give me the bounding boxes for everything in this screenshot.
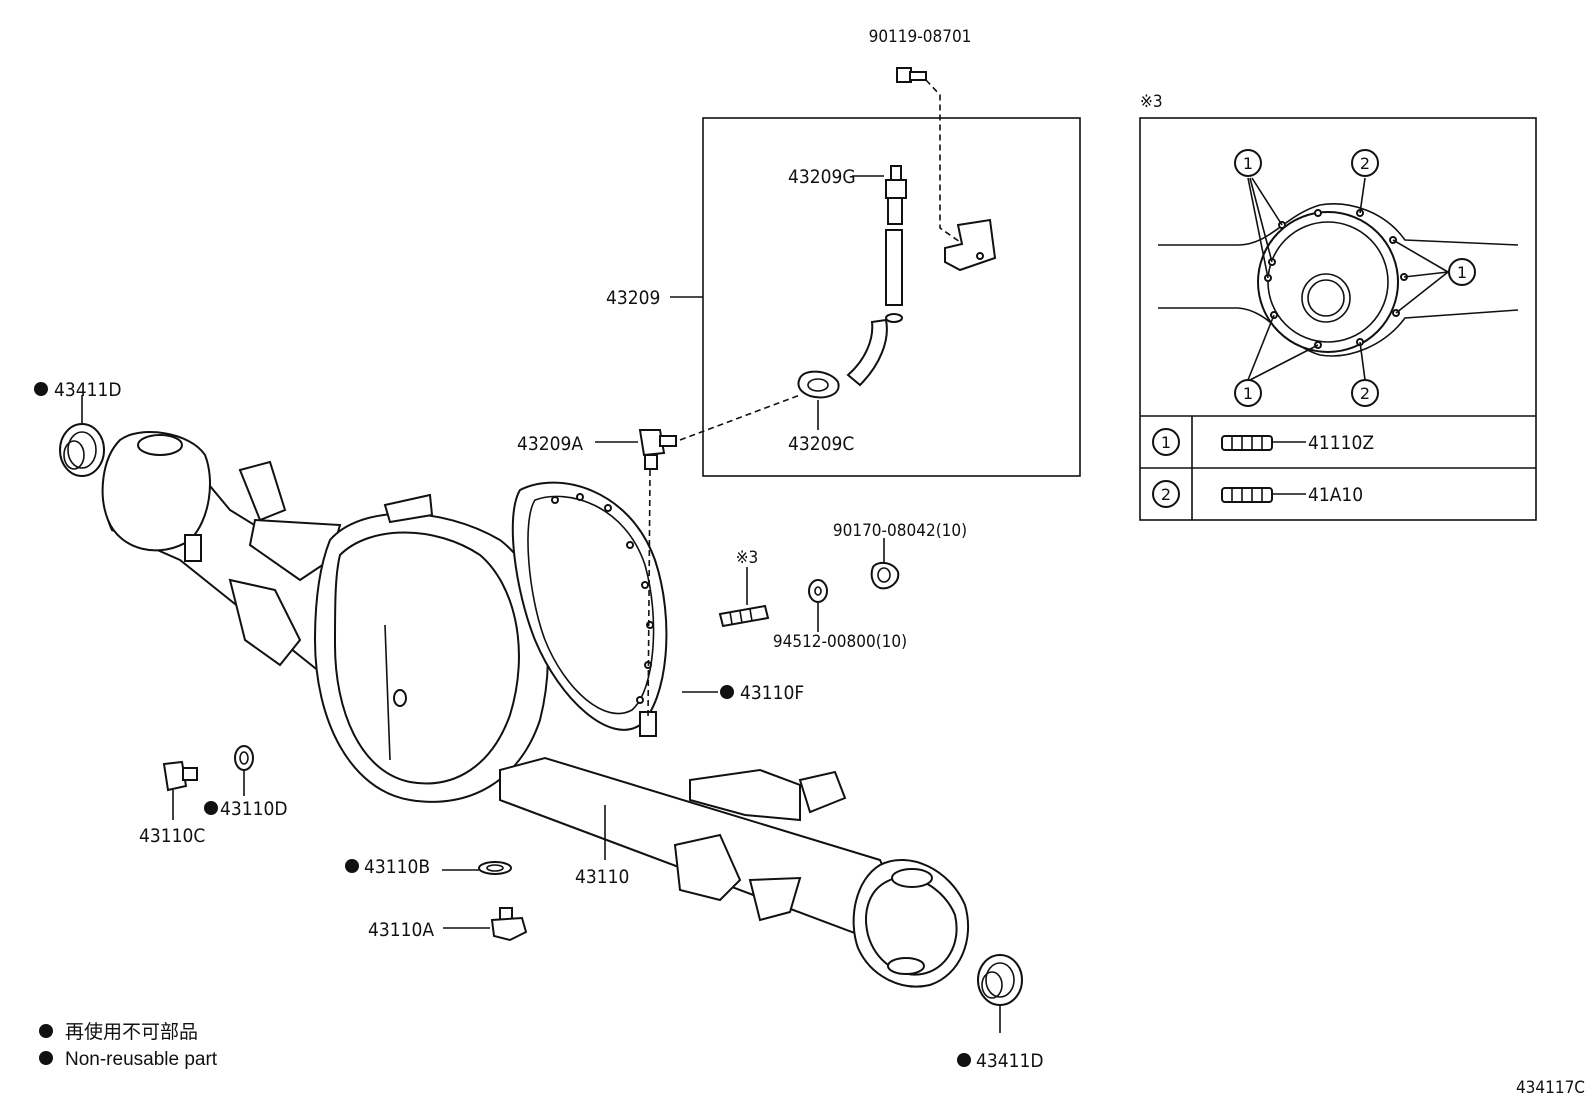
axle-housing-drawing <box>101 431 970 988</box>
non-reusable-marker <box>204 801 218 815</box>
label-43110b: 43110B <box>364 856 430 878</box>
non-reusable-marker <box>720 685 734 699</box>
svg-text:1: 1 <box>1243 154 1253 173</box>
label-43411d-bottom: 43411D <box>976 1050 1044 1072</box>
nut-90170 <box>870 561 900 590</box>
detail-row2-circle <box>1152 480 1180 508</box>
bolt-90119-08701 <box>896 67 927 83</box>
label-43209a: 43209A <box>517 433 583 455</box>
svg-text:2: 2 <box>1360 154 1370 173</box>
stud-layout-detail <box>1158 177 1519 381</box>
label-43110a: 43110A <box>368 919 434 941</box>
plug-43110c <box>162 760 198 792</box>
label-90119-08701: 90119-08701 <box>869 27 972 47</box>
label-detail-ref: ※3 <box>1140 92 1163 112</box>
label-43110f: 43110F <box>740 682 804 704</box>
label-43209: 43209 <box>606 287 660 309</box>
non-reusable-marker <box>345 859 359 873</box>
washer-94512 <box>808 579 828 603</box>
non-reusable-marker <box>34 382 48 396</box>
non-reusable-marker <box>957 1053 971 1067</box>
svg-text:1: 1 <box>1457 263 1467 282</box>
detail-callout-2-bottom <box>1351 379 1379 407</box>
legend-dot-jp <box>39 1024 53 1038</box>
stud-41a10-drawing <box>1221 487 1273 503</box>
breather-hose-43209g <box>846 165 907 387</box>
label-stud-ref: ※3 <box>736 548 759 568</box>
label-41a10: 41A10 <box>1308 484 1363 506</box>
figure-id: 434117C <box>1516 1078 1585 1098</box>
label-41110z: 41110Z <box>1308 432 1374 454</box>
label-43209g: 43209G <box>788 166 856 188</box>
label-43110c: 43110C <box>139 825 205 847</box>
stud-bolt <box>718 604 770 628</box>
gasket-43110b <box>478 861 512 875</box>
detail-callout-2 <box>1351 149 1379 177</box>
detail-callout-1-right <box>1448 258 1476 286</box>
plug-43110a <box>490 907 528 942</box>
label-94512-00800: 94512-00800(10) <box>773 632 907 652</box>
seal-43411d-left <box>59 423 105 477</box>
label-90170-08042: 90170-08042(10) <box>833 521 967 541</box>
hose-clip-43209c <box>797 370 840 399</box>
gasket-43110d <box>234 745 254 771</box>
label-43110: 43110 <box>575 866 629 888</box>
label-43110d: 43110D <box>220 798 288 820</box>
svg-text:1: 1 <box>1243 384 1253 403</box>
stud-detail-frame <box>1139 117 1537 521</box>
stud-41110z-drawing <box>1221 435 1273 451</box>
union-43209a <box>638 429 677 470</box>
detail-callout-1-bottom <box>1234 379 1262 407</box>
legend-text-en: Non-reusable part <box>65 1049 218 1070</box>
svg-text:2: 2 <box>1360 384 1370 403</box>
label-43411d-top: 43411D <box>54 379 122 401</box>
label-43209c: 43209C <box>788 433 854 455</box>
svg-text:1: 1 <box>1161 433 1171 452</box>
breather-bracket <box>944 218 997 272</box>
legend-text-jp: 再使用不可部品 <box>65 1021 198 1043</box>
legend-dot-en <box>39 1051 53 1065</box>
svg-text:2: 2 <box>1161 485 1171 504</box>
detail-row1-circle <box>1152 428 1180 456</box>
detail-callout-1 <box>1234 149 1262 177</box>
seal-43411d-right <box>977 954 1023 1006</box>
